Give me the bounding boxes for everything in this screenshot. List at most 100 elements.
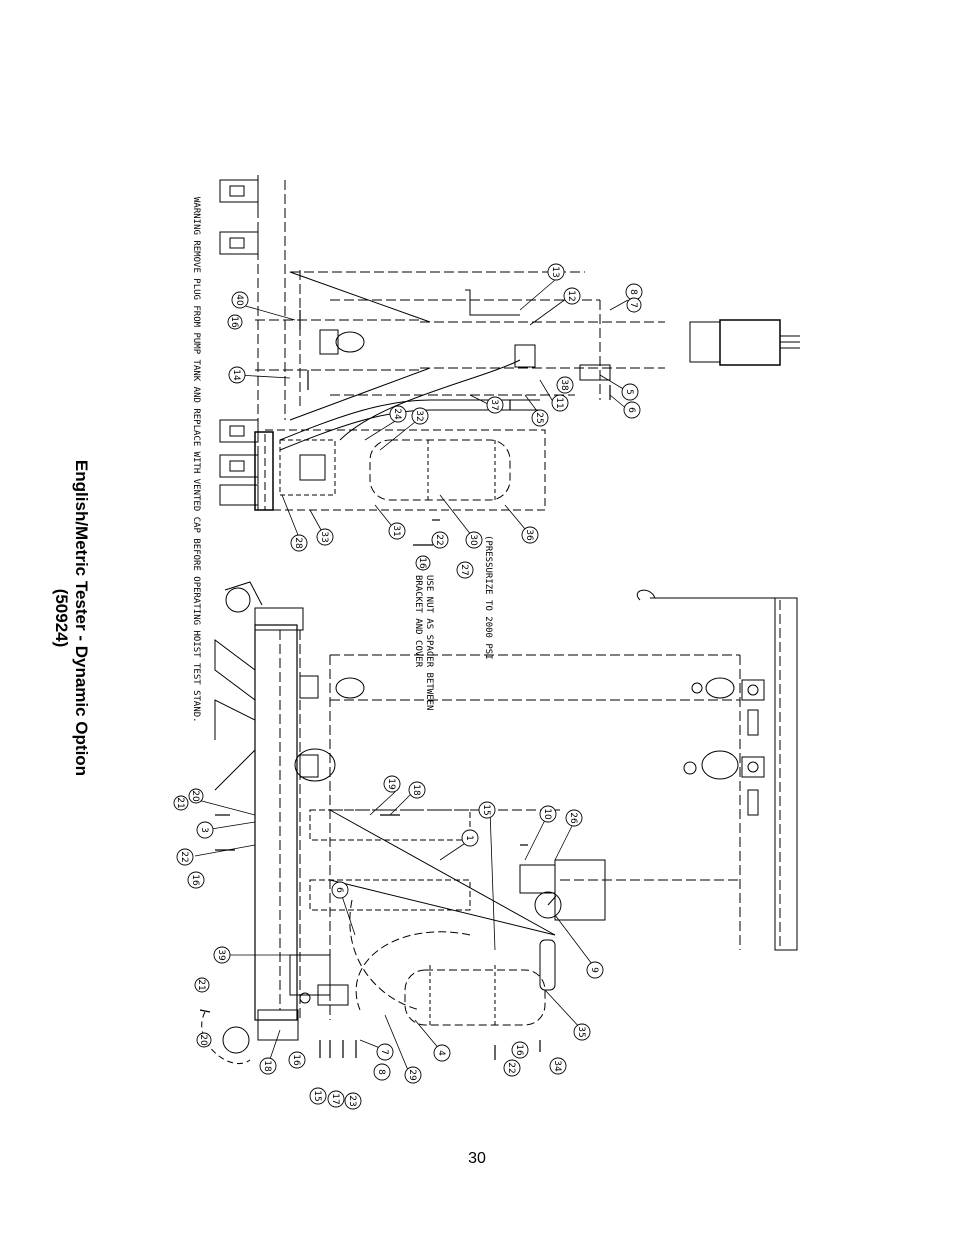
svg-text:21: 21 [175,797,185,808]
svg-text:32: 32 [414,410,424,421]
balloon-7-b: 7 [376,1043,394,1061]
svg-text:17: 17 [330,1093,340,1104]
svg-text:22: 22 [179,851,189,862]
balloon-16-e: 16 [511,1041,529,1059]
drawing-notes: WARNING REMOVE PLUG FROM PUMP TANK AND R… [191,197,493,723]
balloon-9: 9 [586,961,604,979]
svg-text:5: 5 [624,389,634,395]
svg-text:6: 6 [334,887,344,893]
svg-text:16: 16 [417,557,427,569]
svg-text:8: 8 [628,289,638,295]
svg-text:38: 38 [559,379,569,391]
svg-text:16: 16 [229,316,239,328]
balloon-3: 3 [196,821,214,839]
svg-text:36: 36 [524,529,534,541]
svg-text:24: 24 [392,408,402,420]
balloon-15-a: 15 [478,801,496,819]
page-number: 30 [468,1150,486,1167]
svg-text:7: 7 [628,302,638,308]
svg-text:13: 13 [550,266,560,277]
balloon-13: 13 [547,263,565,281]
balloon-1: 1 [461,829,479,847]
caster-top-1 [219,175,259,208]
svg-text:8: 8 [376,1069,386,1075]
balloon-33: 33 [316,528,334,546]
warning-note: WARNING REMOVE PLUG FROM PUMP TANK AND R… [191,197,201,723]
svg-text:19: 19 [386,778,396,790]
balloon-26: 26 [565,809,583,827]
balloon-12: 12 [563,287,581,305]
balloon-20-b: 20 [196,1032,212,1048]
balloon-22-c: 22 [503,1059,521,1077]
svg-text:22: 22 [434,534,444,545]
svg-text:35: 35 [576,1026,586,1037]
svg-text:18: 18 [411,784,421,796]
balloon-31: 31 [388,522,406,540]
balloon-38: 38 [556,376,574,394]
pressurize-note: (PRESSURIZE TO 2000 PSI [483,535,493,660]
balloon-16-d: 16 [288,1051,306,1069]
svg-text:11: 11 [554,397,564,408]
balloon-28: 28 [290,534,308,552]
svg-text:3: 3 [199,827,209,833]
balloon-8-b: 8 [373,1063,391,1081]
balloon-36: 36 [521,526,539,544]
balloon-18-b: 18 [259,1057,277,1075]
hardware-bolts [199,310,611,1065]
svg-text:10: 10 [542,808,552,820]
balloon-5: 5 [621,383,639,401]
balloon-35: 35 [573,1023,591,1041]
balloon-32: 32 [411,407,429,425]
svg-text:31: 31 [391,525,401,536]
spacer-note-line-2: BRACKET AND COVER [413,575,423,668]
balloon-40: 40 [231,291,249,309]
balloon-16-c: 16 [187,871,205,889]
svg-text:1: 1 [464,835,474,841]
balloon-21-b: 21 [194,977,210,993]
balloon-24: 24 [389,405,407,423]
svg-text:20: 20 [190,790,200,802]
svg-text:22: 22 [506,1062,516,1073]
balloon-16-a: 16 [227,314,243,330]
svg-text:25: 25 [534,412,544,423]
spacer-note-line-1: USE NUT AS SPACER BETWEEN [424,575,434,710]
balloon-19: 19 [383,775,401,793]
svg-text:15: 15 [312,1090,322,1101]
balloon-22-b: 22 [176,848,194,866]
balloon-8: 8 [625,283,643,301]
caster-top-3 [219,419,259,506]
part-balloons: 13 12 8 7 5 6 40 16 14 37 25 11 38 24 32… [173,263,643,1110]
svg-text:39: 39 [216,949,226,961]
balloon-39: 39 [213,946,231,964]
svg-text:26: 26 [568,812,578,824]
svg-text:14: 14 [231,369,241,381]
svg-text:40: 40 [234,294,244,306]
svg-text:6: 6 [626,407,636,413]
svg-text:16: 16 [514,1044,524,1056]
svg-text:16: 16 [291,1054,301,1066]
balloon-11: 11 [551,394,569,412]
svg-text:27: 27 [459,564,469,575]
svg-text:33: 33 [319,531,329,542]
svg-text:15: 15 [481,804,491,815]
svg-text:28: 28 [293,537,303,549]
balloon-18-a: 18 [408,781,426,799]
balloon-20-a: 20 [188,788,204,804]
svg-text:29: 29 [407,1069,417,1081]
balloon-25: 25 [531,409,549,427]
balloon-17: 17 [327,1090,345,1108]
caster-top-2 [219,227,259,260]
balloon-4: 4 [433,1044,451,1062]
svg-text:7: 7 [379,1049,389,1055]
balloon-6: 6 [623,401,641,419]
svg-text:12: 12 [566,290,576,301]
balloon-16-b: 16 [415,555,431,571]
balloon-14: 14 [228,366,246,384]
svg-text:9: 9 [589,967,599,973]
svg-text:30: 30 [468,534,478,546]
balloon-6-b: 6 [331,881,349,899]
balloon-27: 27 [456,561,474,579]
svg-text:34: 34 [552,1060,562,1072]
